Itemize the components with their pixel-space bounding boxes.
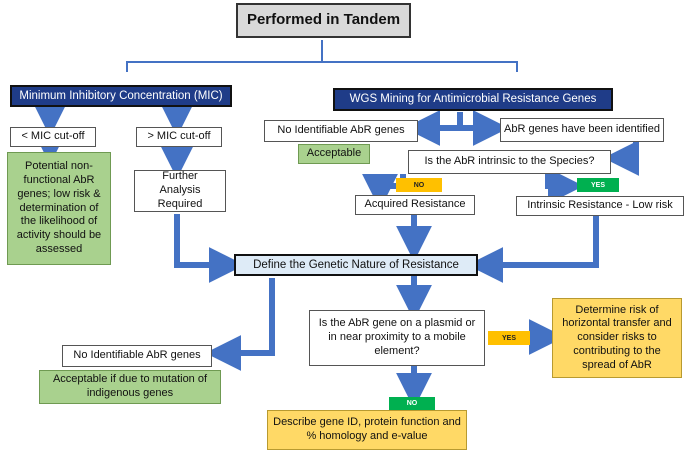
arrow-identified-intrinsic xyxy=(603,140,640,176)
mic-above-note: Further Analysis Required xyxy=(134,170,226,212)
arrow-intrinsic-genetic xyxy=(467,216,599,283)
mic-header: Minimum Inhibitory Concentration (MIC) xyxy=(10,85,232,107)
wgs-no-genes: No Identifiable AbR genes xyxy=(264,120,418,142)
genetic-risk: Determine risk of horizontal transfer an… xyxy=(552,298,682,378)
wgs-intrinsic-question: Is the AbR intrinsic to the Species? xyxy=(408,150,611,174)
genetic-no-tag: NO xyxy=(389,397,435,410)
wgs-acceptable: Acceptable xyxy=(298,144,370,164)
wgs-genes-identified: AbR genes have been identified xyxy=(500,118,664,142)
arrow-wgs-none xyxy=(404,110,463,146)
arrow-genetic-none xyxy=(205,278,275,371)
arrow-wgs-identified xyxy=(457,110,509,146)
genetic-plasmid-question: Is the AbR gene on a plasmid or in near … xyxy=(309,310,485,366)
wgs-yes-tag: YES xyxy=(577,178,619,192)
genetic-describe: Describe gene ID, protein function and %… xyxy=(267,410,467,450)
genetic-yes-tag: YES xyxy=(488,331,530,345)
genetic-no-genes: No Identifiable AbR genes xyxy=(62,345,212,367)
arrow-further-genetic xyxy=(174,214,245,283)
genetic-header: Define the Genetic Nature of Resistance xyxy=(234,254,478,276)
mic-above-cutoff: > MIC cut-off xyxy=(136,127,222,147)
wgs-no-tag: NO xyxy=(396,178,442,192)
wgs-acquired: Acquired Resistance xyxy=(355,195,475,215)
wgs-intrinsic: Intrinsic Resistance - Low risk xyxy=(516,196,684,216)
wgs-header: WGS Mining for Antimicrobial Resistance … xyxy=(333,88,613,111)
mic-below-cutoff: < MIC cut-off xyxy=(10,127,96,147)
genetic-acceptable-mutation: Acceptable if due to mutation of indigen… xyxy=(39,370,221,404)
page-title: Performed in Tandem xyxy=(236,3,411,38)
mic-below-note: Potential non-functional AbR genes; low … xyxy=(7,152,111,265)
brace-connector xyxy=(126,40,518,72)
arrow-yes-intrinsic xyxy=(545,168,584,204)
